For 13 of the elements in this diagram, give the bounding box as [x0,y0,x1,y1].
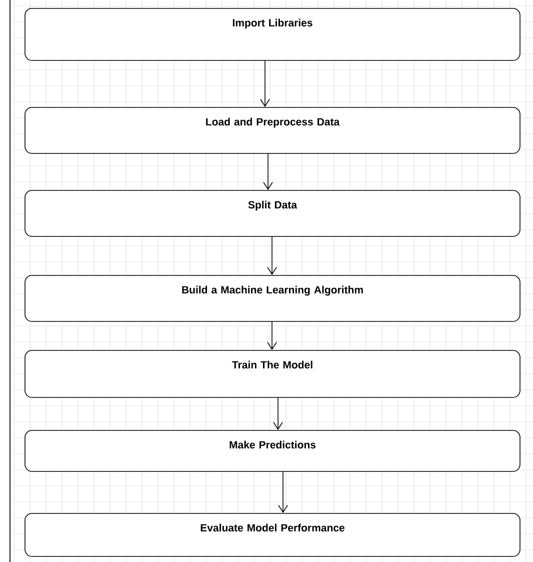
process-box: Split Data [24,190,520,237]
arrow [260,60,270,107]
process-box: Import Libraries [24,8,520,61]
process-box: Build a Machine Learning Algorithm [24,275,520,322]
arrow [263,153,273,190]
process-box: Evaluate Model Performance [24,513,520,557]
process-box: Train The Model [24,350,520,398]
arrow [267,236,277,275]
arrow [267,321,277,350]
process-box: Load and Preprocess Data [24,107,520,154]
arrow [278,471,288,513]
arrow [273,397,283,430]
process-box: Make Predictions [24,430,520,472]
